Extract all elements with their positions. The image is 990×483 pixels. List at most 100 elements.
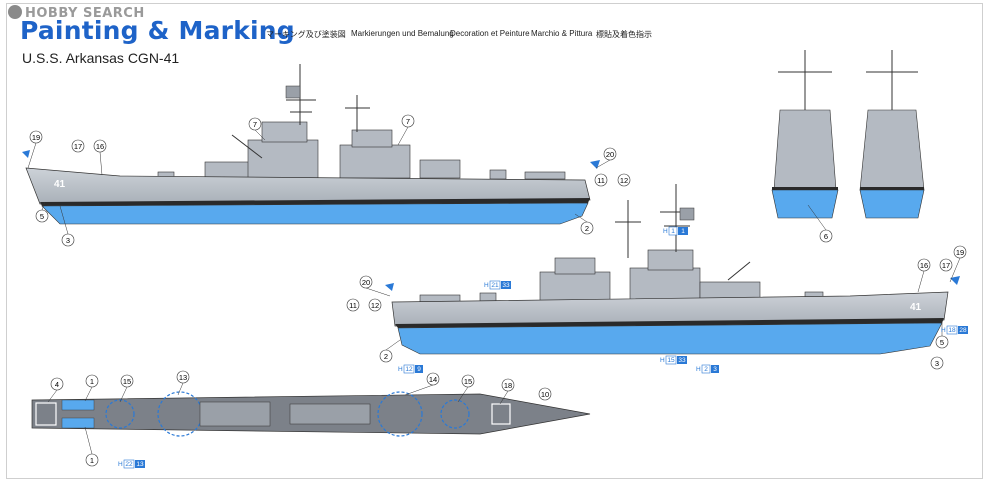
svg-text:7: 7 — [406, 117, 410, 126]
port-side-profile: 41 — [22, 64, 600, 225]
page-title: Painting & Marking — [20, 16, 295, 45]
svg-text:10: 10 — [541, 390, 549, 399]
callout-marker: 2 — [580, 221, 594, 235]
svg-text:19: 19 — [956, 248, 964, 257]
svg-text:H: H — [660, 357, 665, 364]
port-boot-topping — [40, 198, 590, 206]
svg-text:12: 12 — [405, 366, 413, 373]
callout-marker: 17 — [939, 258, 953, 272]
svg-text:9: 9 — [417, 366, 421, 373]
svg-text:H: H — [696, 366, 701, 373]
svg-text:16: 16 — [920, 261, 928, 270]
starboard-hull-upper — [391, 291, 949, 327]
lang-japanese: マーキング及び塗装図 — [266, 30, 346, 39]
port-hull-upper — [25, 167, 591, 205]
callouts: 19 17 16 7 7 20 11 12 5 3 2 6 20 11 12 2… — [29, 114, 967, 467]
svg-text:16: 16 — [96, 142, 104, 151]
svg-text:2: 2 — [704, 366, 708, 373]
callout-marker: 5 — [35, 209, 49, 223]
svg-text:3: 3 — [935, 359, 939, 368]
svg-text:20: 20 — [606, 150, 614, 159]
svg-text:11: 11 — [597, 176, 605, 185]
svg-text:H: H — [663, 228, 668, 235]
callout-marker: 17 — [71, 139, 85, 153]
lang-chinese: 標貼及着色指示 — [596, 30, 652, 39]
svg-text:6: 6 — [824, 232, 828, 241]
starboard-boot-topping — [395, 318, 944, 328]
callout-marker: 16 — [93, 139, 107, 153]
svg-text:19: 19 — [32, 133, 40, 142]
logo-icon — [8, 5, 22, 19]
svg-text:1: 1 — [90, 377, 94, 386]
svg-text:13: 13 — [179, 373, 187, 382]
starboard-side-profile: 41 — [385, 184, 960, 355]
svg-text:3: 3 — [66, 236, 70, 245]
callout-marker: 12 — [368, 298, 382, 312]
starboard-hull-number: 41 — [910, 302, 922, 313]
svg-text:12: 12 — [620, 176, 628, 185]
starboard-hull-underwater — [397, 322, 943, 355]
callout-marker: 10 — [538, 387, 552, 401]
callout-marker: 14 — [426, 372, 440, 386]
callout-marker: 15 — [120, 374, 134, 388]
callout-marker: 19 — [953, 245, 967, 259]
callout-marker: 18 — [501, 378, 515, 392]
callout-marker: 11 — [594, 173, 608, 187]
rear-view — [859, 50, 925, 219]
svg-text:33: 33 — [678, 357, 686, 364]
front-view — [771, 50, 839, 219]
page-frame — [6, 3, 983, 479]
svg-text:1: 1 — [681, 228, 685, 235]
svg-text:17: 17 — [942, 261, 950, 270]
callout-marker: 7 — [248, 117, 262, 131]
lang-italian: Marchio & Pittura — [531, 29, 593, 38]
callout-marker: 4 — [50, 377, 64, 391]
svg-text:15: 15 — [123, 377, 131, 386]
callout-marker: 3 — [930, 356, 944, 370]
svg-text:22: 22 — [125, 461, 133, 468]
svg-text:2: 2 — [384, 352, 388, 361]
svg-text:12: 12 — [371, 301, 379, 310]
watermark: HOBBY SEARCH — [8, 5, 145, 21]
svg-text:20: 20 — [362, 278, 370, 287]
callout-marker: 16 — [917, 258, 931, 272]
svg-text:5: 5 — [940, 338, 944, 347]
svg-text:15: 15 — [667, 357, 675, 364]
svg-text:H: H — [118, 461, 123, 468]
svg-text:11: 11 — [349, 301, 357, 310]
svg-text:28: 28 — [959, 327, 967, 334]
svg-text:7: 7 — [253, 120, 257, 129]
svg-text:17: 17 — [74, 142, 82, 151]
svg-text:4: 4 — [55, 380, 59, 389]
callout-marker: 13 — [176, 370, 190, 384]
top-view — [31, 391, 591, 437]
callout-marker: 1 — [85, 453, 99, 467]
lang-german: Markierungen und Bemalung — [351, 29, 454, 38]
lang-french: Decoration et Peinture — [450, 29, 530, 38]
svg-text:15: 15 — [464, 377, 472, 386]
svg-text:21: 21 — [491, 282, 499, 289]
svg-text:1: 1 — [671, 228, 675, 235]
ship-name: U.S.S. Arkansas CGN-41 — [22, 50, 180, 66]
callout-marker: 11 — [346, 298, 360, 312]
svg-text:2: 2 — [585, 224, 589, 233]
callout-marker: 1 — [85, 374, 99, 388]
leader-lines — [27, 126, 961, 455]
port-hull-number: 41 — [54, 179, 66, 190]
svg-text:H: H — [484, 282, 489, 289]
callout-marker: 5 — [935, 335, 949, 349]
callout-marker: 7 — [401, 114, 415, 128]
port-hull-underwater — [41, 202, 589, 225]
callout-marker: 20 — [603, 147, 617, 161]
callout-marker: 2 — [379, 349, 393, 363]
svg-text:18: 18 — [504, 381, 512, 390]
